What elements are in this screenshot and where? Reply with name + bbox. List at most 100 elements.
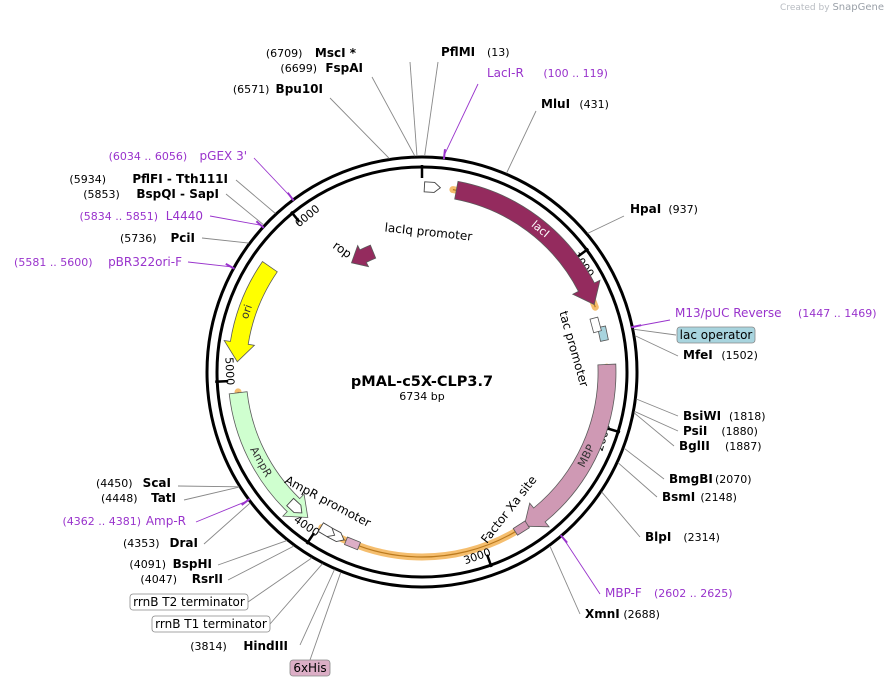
primer-mark [255, 220, 265, 229]
site-position: (13) [487, 46, 510, 59]
site-position: (1502) [721, 349, 758, 362]
lacIq-promoter-arrow [423, 181, 442, 193]
leader-line [633, 328, 677, 336]
site-label: MfeI(1502) [683, 348, 758, 362]
site-name: PflMI [441, 45, 475, 59]
scale-tick [305, 532, 316, 545]
primer-name: MBP-F [605, 586, 642, 600]
primer-mark [225, 263, 235, 270]
primer-label: LacI-R(100 .. 119) [487, 66, 608, 80]
leader-line [209, 215, 261, 226]
primer-range: (5581 .. 5600) [14, 256, 93, 269]
site-name: FspAI [325, 61, 363, 75]
site-label: MluI(431) [541, 97, 609, 111]
primer-range: (4362 .. 4381) [62, 515, 141, 528]
site-label: Bpu10I(6571) [233, 82, 323, 96]
site-position: (431) [579, 98, 609, 111]
center-title: pMAL-c5X-CLP3.7 6734 bp [351, 374, 493, 403]
leader-line [203, 502, 251, 545]
site-name: MscI * [315, 46, 357, 60]
leader-line [424, 61, 439, 157]
feature-ampr [228, 391, 309, 518]
site-name: DraI [170, 536, 198, 550]
site-name: BsiWI [683, 409, 721, 423]
site-position: (1887) [725, 440, 762, 453]
inner-feature-label: lacIq promoter [384, 220, 473, 243]
site-label: BsmI(2148) [662, 490, 737, 504]
site-position: (6709) [266, 47, 303, 60]
leader-line [329, 97, 390, 159]
site-position: (6699) [280, 62, 317, 75]
leader-line [269, 563, 323, 625]
scale-label: 5000 [222, 357, 236, 386]
primer-name: pGEX 3' [200, 149, 247, 163]
site-position: (5853) [83, 188, 120, 201]
rrnB-terminator-arrow-2 [317, 522, 336, 537]
site-name: PflFI - Tth111I [132, 172, 228, 186]
site-label: DraI (4353) [123, 536, 198, 550]
site-position: (1818) [729, 410, 766, 423]
backbone-outer [205, 155, 639, 589]
site-position: (5736) [120, 232, 157, 245]
site-name: XmnI [585, 607, 620, 621]
primer-name: M13/pUC Reverse [675, 306, 782, 320]
primer-mark [286, 192, 295, 202]
watermark-prefix: Created by [780, 3, 830, 13]
site-name: PciI [171, 231, 196, 245]
primer-name: Amp-R [146, 514, 186, 528]
primer-name: pBR322ori-F [108, 255, 182, 269]
leader-line [371, 76, 416, 157]
site-position: (4448) [101, 492, 138, 505]
site-position: (4353) [123, 537, 160, 550]
primer-label: pGEX 3' (6034 .. 6056) [109, 149, 247, 163]
leader-line [562, 537, 601, 595]
site-label: HpaI(937) [630, 202, 698, 216]
feature-box-label: lac operator [680, 328, 753, 342]
inner-feature-label: tac promoter [556, 309, 591, 388]
leader-line [187, 261, 232, 268]
primer-name: LacI-R [487, 66, 524, 80]
primer-label: Amp-R (4362 .. 4381) [62, 514, 186, 528]
site-label: ScaI(4450) [96, 476, 171, 490]
primer-range: (6034 .. 6056) [109, 150, 188, 163]
site-label: BsiWI (1818) [683, 409, 766, 423]
site-label: BglII (1887) [679, 439, 762, 453]
primer-label: M13/pUC Reverse(1447 .. 1469) [675, 306, 877, 320]
inner-feature-label: rop [330, 238, 354, 261]
feature-ori [223, 260, 278, 363]
site-name: PsiI [683, 424, 707, 438]
site-position: (4450) [96, 477, 133, 490]
small-features [286, 181, 609, 551]
leader-line [299, 569, 335, 646]
site-position: (5934) [69, 173, 106, 186]
leader-lines [177, 61, 679, 661]
scale-label: 6000 [292, 202, 322, 230]
site-name: BspQI - SapI [136, 187, 219, 201]
leader-line [253, 157, 292, 198]
primer-range: (5834 .. 5851) [79, 210, 158, 223]
feature-box [289, 659, 331, 677]
leader-line [443, 83, 479, 156]
scale-tick [485, 554, 493, 568]
backbone [205, 155, 639, 589]
feature-rop [350, 244, 377, 268]
feature-box-label: rrnB T1 terminator [155, 617, 267, 631]
site-position: (3814) [190, 640, 227, 653]
tac-promoter-mark [589, 316, 602, 334]
feature-box [151, 615, 271, 633]
plasmid-name: pMAL-c5X-CLP3.7 [351, 374, 493, 390]
site-label: PflMI (13) [441, 45, 510, 59]
site-name: BglII [679, 439, 710, 453]
snapgene-watermark: Created by SnapGene [780, 2, 884, 13]
leader-line [409, 61, 418, 157]
site-position: (4047) [140, 573, 177, 586]
site-name: BlpI [645, 530, 671, 544]
feature-box [676, 326, 756, 344]
site-label: FspAI (6699) [280, 61, 363, 75]
site-label: PflFI - Tth111I (5934) [69, 172, 228, 186]
leader-line [636, 398, 679, 417]
leader-line [225, 193, 265, 226]
site-label: BspQI - SapI (5853) [83, 187, 219, 201]
